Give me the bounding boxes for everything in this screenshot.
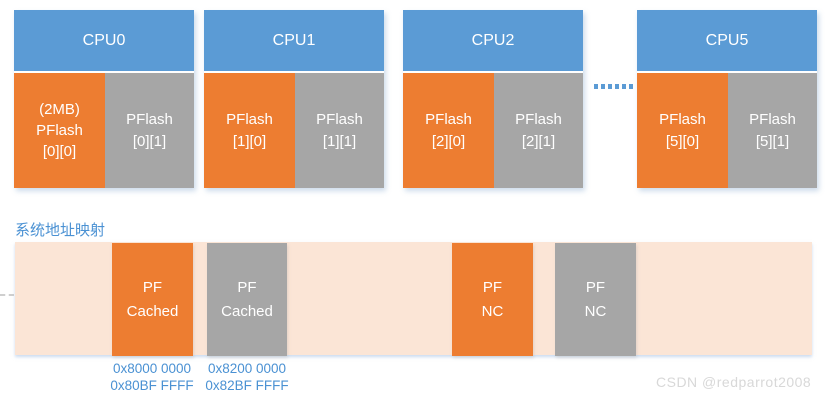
cpu-block-cpu5: CPU5 PFlash [5][0] PFlash [5][1] — [637, 10, 817, 188]
segment-pf-cached-1: PF Cached — [207, 243, 287, 356]
pflash-cell-1-1: PFlash [1][1] — [295, 73, 384, 188]
pflash-cell-1-0: PFlash [1][0] — [204, 73, 295, 188]
cpu1-title: CPU1 — [204, 10, 384, 71]
address-range-pf-cached-0: 0x8000 0000 0x80BF FFFF — [110, 361, 194, 393]
cpu1-body: PFlash [1][0] PFlash [1][1] — [204, 73, 384, 188]
segment-pf-nc-0: PF NC — [452, 243, 533, 356]
dashed-connector — [0, 294, 14, 296]
cpu5-body: PFlash [5][0] PFlash [5][1] — [637, 73, 817, 188]
segment-pf-nc-1: PF NC — [555, 243, 636, 356]
pflash-cell-2-1: PFlash [2][1] — [494, 73, 583, 188]
cpu-block-cpu1: CPU1 PFlash [1][0] PFlash [1][1] — [204, 10, 384, 188]
cpu-block-cpu2: CPU2 PFlash [2][0] PFlash [2][1] — [403, 10, 583, 188]
pflash-cell-2-0: PFlash [2][0] — [403, 73, 494, 188]
cpu-block-cpu0: CPU0 (2MB) PFlash [0][0] PFlash [0][1] — [14, 10, 194, 188]
cpu2-body: PFlash [2][0] PFlash [2][1] — [403, 73, 583, 188]
cpu2-title: CPU2 — [403, 10, 583, 71]
address-map-title: 系统地址映射 — [15, 222, 106, 239]
pflash-cell-5-0: PFlash [5][0] — [637, 73, 728, 188]
ellipsis-icon — [594, 84, 633, 89]
pflash-cell-0-1: PFlash [0][1] — [105, 73, 194, 188]
address-range-pf-cached-1: 0x8200 0000 0x82BF FFFF — [205, 361, 289, 393]
cpu0-body: (2MB) PFlash [0][0] PFlash [0][1] — [14, 73, 194, 188]
cpu0-title: CPU0 — [14, 10, 194, 71]
cpu5-title: CPU5 — [637, 10, 817, 71]
segment-pf-cached-0: PF Cached — [112, 243, 193, 356]
pflash-cell-5-1: PFlash [5][1] — [728, 73, 817, 188]
watermark: CSDN @redparrot2008 — [656, 374, 812, 390]
pflash-cell-0-0: (2MB) PFlash [0][0] — [14, 73, 105, 188]
